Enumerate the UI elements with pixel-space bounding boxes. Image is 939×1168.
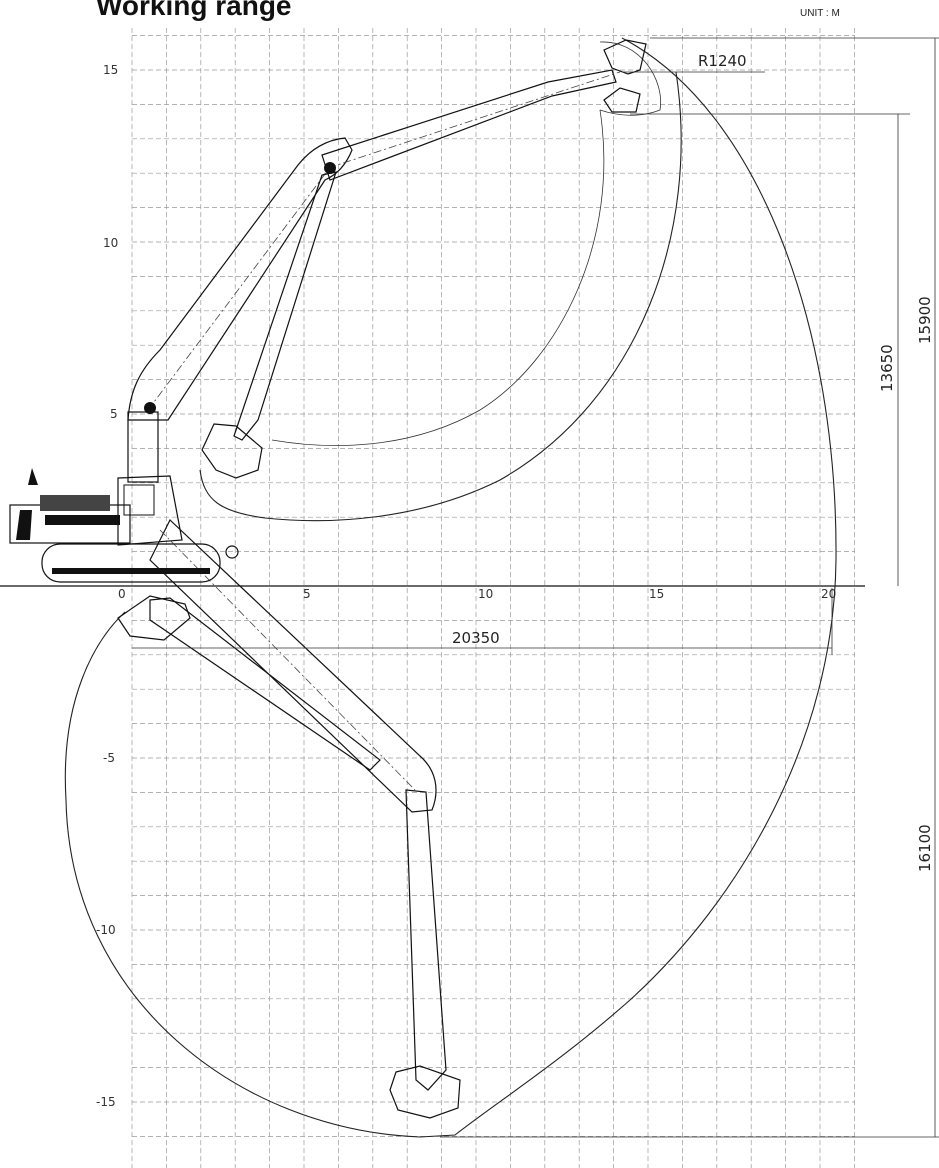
dim-15900: 15900 — [916, 296, 934, 344]
boom-upper — [127, 137, 353, 421]
max-reach-envelope — [64, 37, 837, 1138]
y-tick-neg5: -5 — [103, 751, 115, 765]
inner-dig-envelope — [271, 109, 605, 446]
y-tick-10: 10 — [103, 236, 118, 250]
boom-centerline-upper — [147, 169, 329, 411]
bucket-arc-top — [599, 41, 662, 116]
x-tick-0: 0 — [118, 587, 126, 601]
grid — [131, 28, 855, 1168]
dim-16100: 16100 — [916, 824, 934, 872]
boom-lower — [149, 519, 437, 813]
dim-20350: 20350 — [452, 629, 500, 647]
arm-lower — [405, 789, 447, 1091]
arm-near-lower — [149, 597, 381, 771]
max-dump-envelope — [199, 71, 682, 522]
bucket-lower — [389, 1065, 461, 1119]
bucket-upper — [603, 39, 647, 113]
x-tick-15: 15 — [649, 587, 664, 601]
arm-upper — [321, 69, 617, 181]
x-tick-10: 10 — [478, 587, 493, 601]
unit-label: UNIT : M — [800, 8, 840, 19]
y-tick-neg15: -15 — [96, 1095, 116, 1109]
arm-mid — [233, 171, 337, 441]
bucket-mid — [201, 423, 263, 479]
excavator-icon — [9, 162, 336, 583]
dim-13650: 13650 — [878, 344, 896, 392]
bucket-near-lower — [117, 595, 191, 641]
dim-r1240: R1240 — [698, 52, 747, 70]
x-tick-20: 20 — [821, 587, 836, 601]
y-tick-15: 15 — [103, 63, 118, 77]
x-tick-5: 5 — [303, 587, 311, 601]
diagram-title: Working range — [96, 0, 292, 21]
arm-centerline-upper — [327, 71, 621, 169]
y-tick-5: 5 — [110, 407, 118, 421]
y-tick-neg10: -10 — [96, 923, 116, 937]
